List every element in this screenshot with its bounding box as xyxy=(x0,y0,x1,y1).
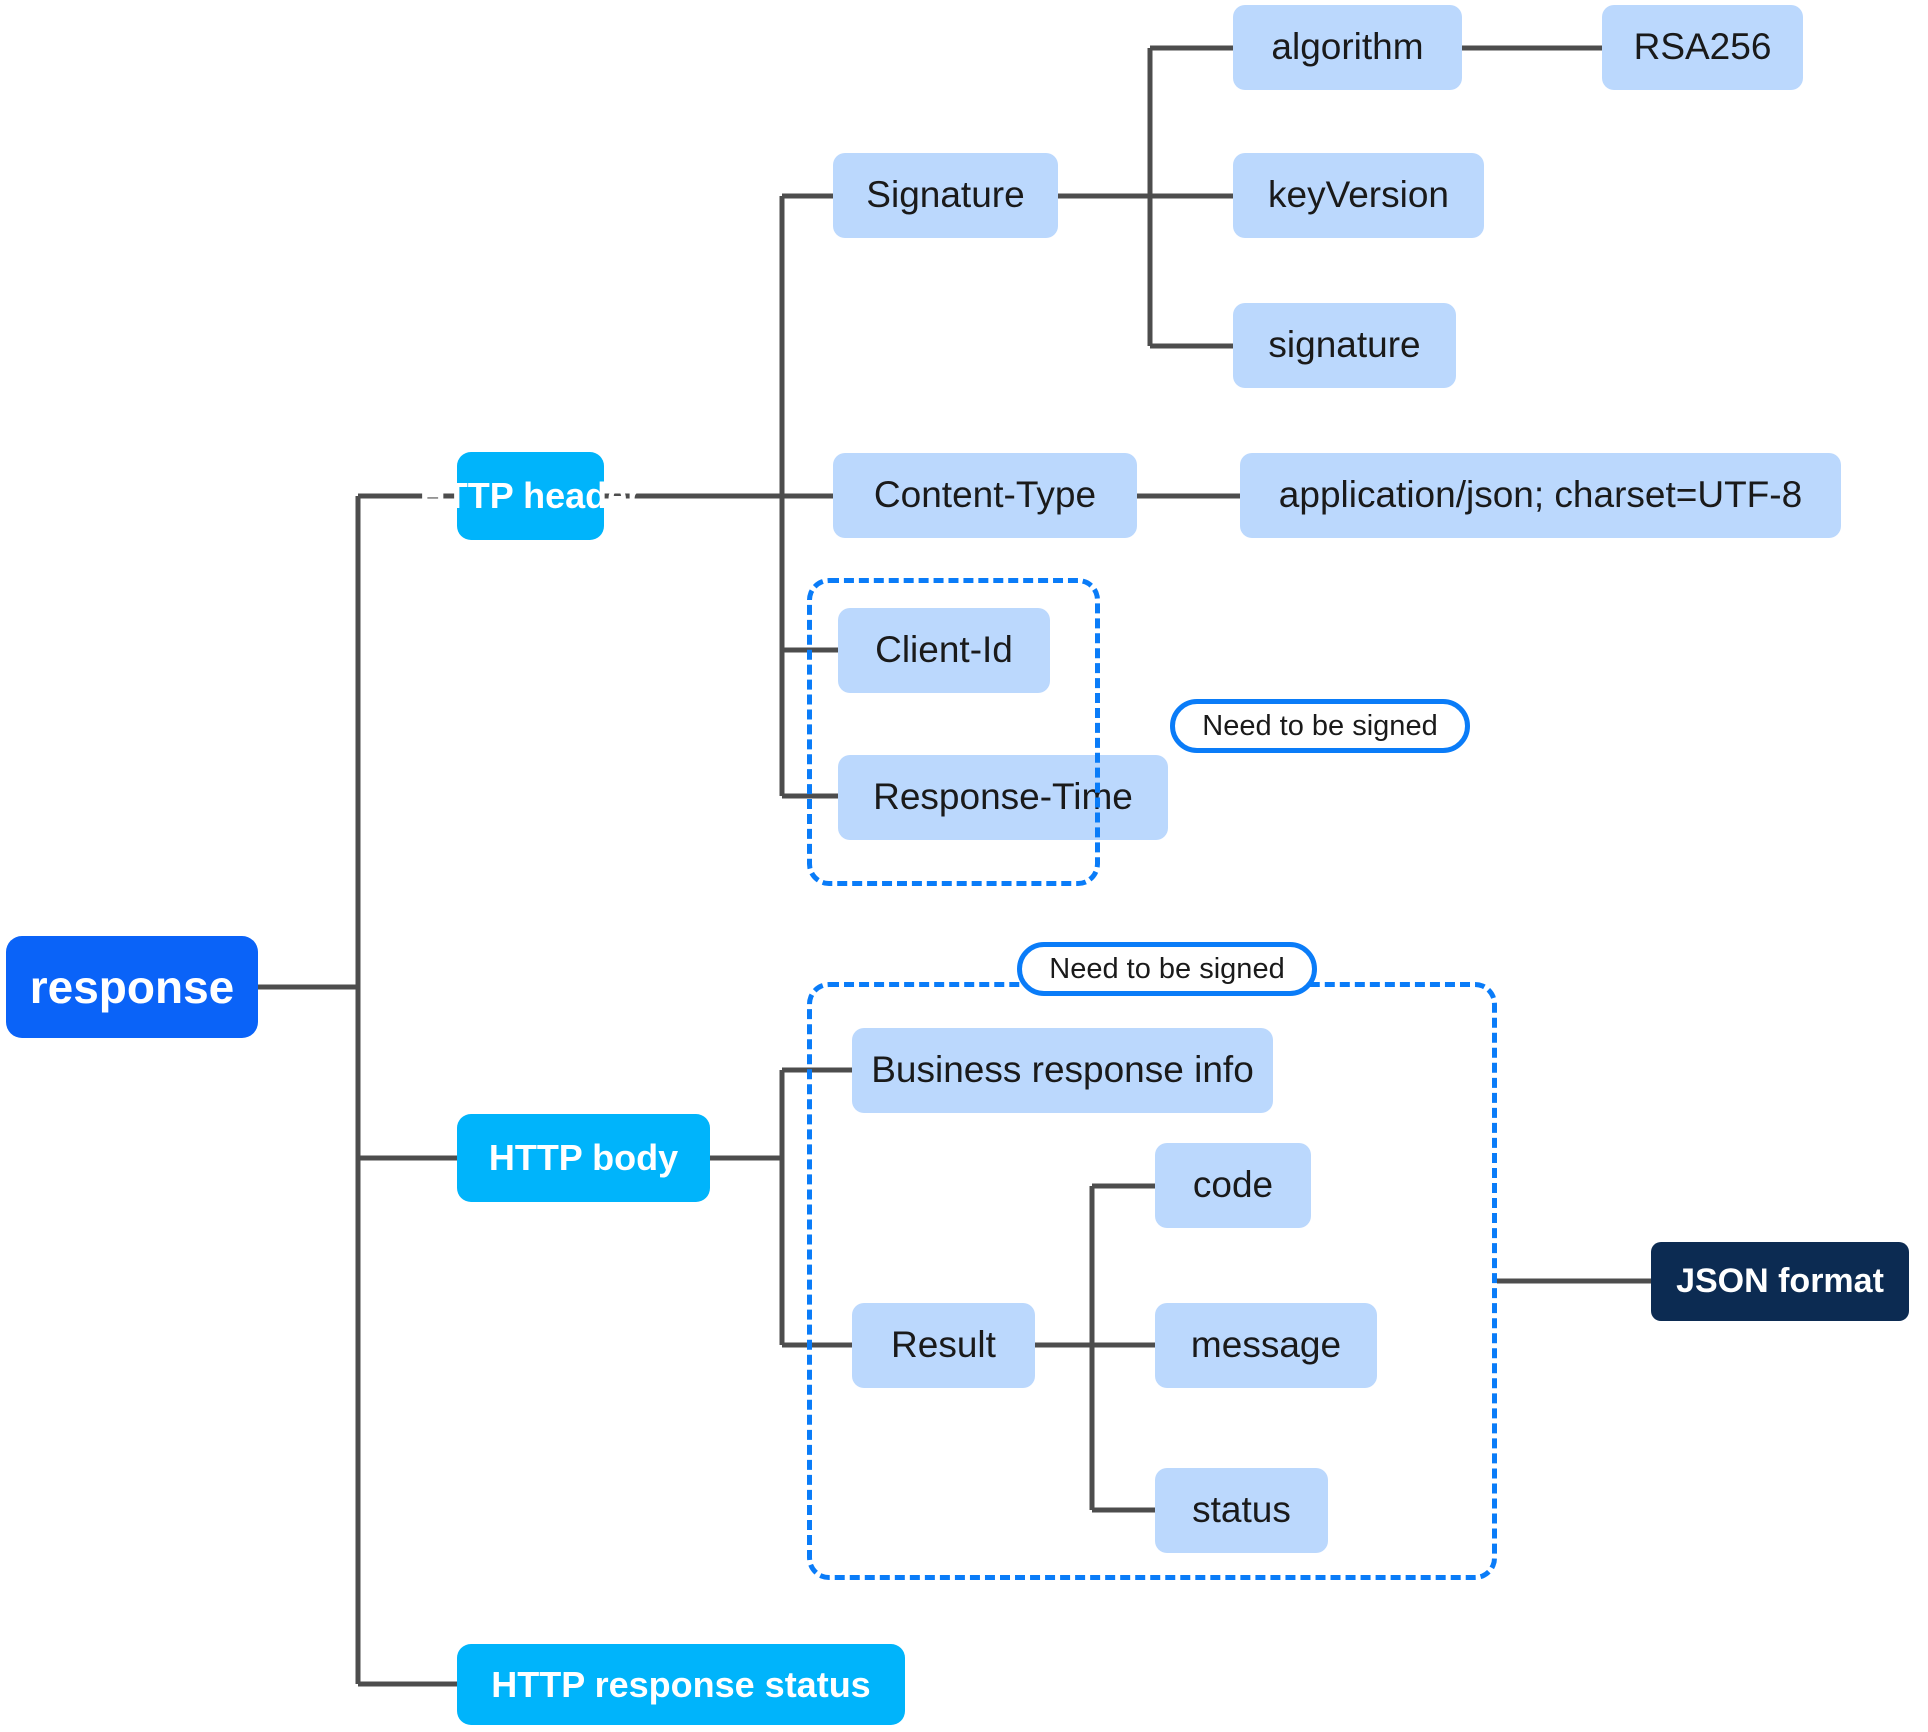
node-business-response-info[interactable]: Business response info xyxy=(852,1028,1273,1113)
node-content-type-value[interactable]: application/json; charset=UTF-8 xyxy=(1240,453,1841,538)
node-status[interactable]: status xyxy=(1155,1468,1328,1553)
node-http-body[interactable]: HTTP body xyxy=(457,1114,710,1202)
node-result-label: Result xyxy=(891,1324,996,1366)
node-content-type-label: Content-Type xyxy=(873,474,1097,516)
node-signature-value[interactable]: signature xyxy=(1233,303,1456,388)
node-response-time[interactable]: Response-Time xyxy=(838,755,1168,840)
node-client-id[interactable]: Client-Id xyxy=(838,608,1050,693)
node-json-format-label: JSON format xyxy=(1676,1261,1884,1300)
node-signature[interactable]: Signature xyxy=(833,153,1058,238)
node-signature-value-label: signature xyxy=(1268,324,1421,366)
node-client-id-label: Client-Id xyxy=(875,629,1013,671)
node-response-time-label: Response-Time xyxy=(873,776,1133,818)
node-algorithm[interactable]: algorithm xyxy=(1233,5,1462,90)
node-key-version-label: keyVersion xyxy=(1268,174,1449,216)
node-message[interactable]: message xyxy=(1155,1303,1377,1388)
node-rsa256[interactable]: RSA256 xyxy=(1602,5,1803,90)
node-result[interactable]: Result xyxy=(852,1303,1035,1388)
node-json-format[interactable]: JSON format xyxy=(1651,1242,1909,1321)
header-need-to-be-signed-badge: Need to be signed xyxy=(1170,699,1470,753)
node-status-label: status xyxy=(1192,1489,1291,1531)
body-need-to-be-signed-badge: Need to be signed xyxy=(1017,942,1317,996)
node-code-label: code xyxy=(1192,1164,1274,1206)
header-signed-group-box xyxy=(807,578,1100,886)
node-content-type-value-label: application/json; charset=UTF-8 xyxy=(1278,474,1803,516)
node-signature-label: Signature xyxy=(866,174,1025,216)
header-need-to-be-signed-label: Need to be signed xyxy=(1202,709,1438,742)
node-business-response-info-label: Business response info xyxy=(871,1049,1254,1091)
body-need-to-be-signed-label: Need to be signed xyxy=(1049,952,1285,985)
node-http-header[interactable]: HTTP header xyxy=(420,452,641,540)
node-algorithm-label: algorithm xyxy=(1271,26,1424,68)
body-signed-group-box xyxy=(807,982,1497,1580)
node-http-response-status-label: HTTP response status xyxy=(491,1663,871,1705)
node-message-label: message xyxy=(1190,1324,1342,1366)
node-key-version[interactable]: keyVersion xyxy=(1233,153,1484,238)
node-code[interactable]: code xyxy=(1155,1143,1311,1228)
node-response-label: response xyxy=(29,960,235,1013)
node-http-body-label: HTTP body xyxy=(488,1137,679,1179)
node-http-header-label: HTTP header xyxy=(419,475,642,517)
node-rsa256-label: RSA256 xyxy=(1633,26,1772,68)
node-http-response-status[interactable]: HTTP response status xyxy=(457,1644,905,1725)
node-response[interactable]: response xyxy=(6,936,258,1038)
node-content-type[interactable]: Content-Type xyxy=(833,453,1137,538)
